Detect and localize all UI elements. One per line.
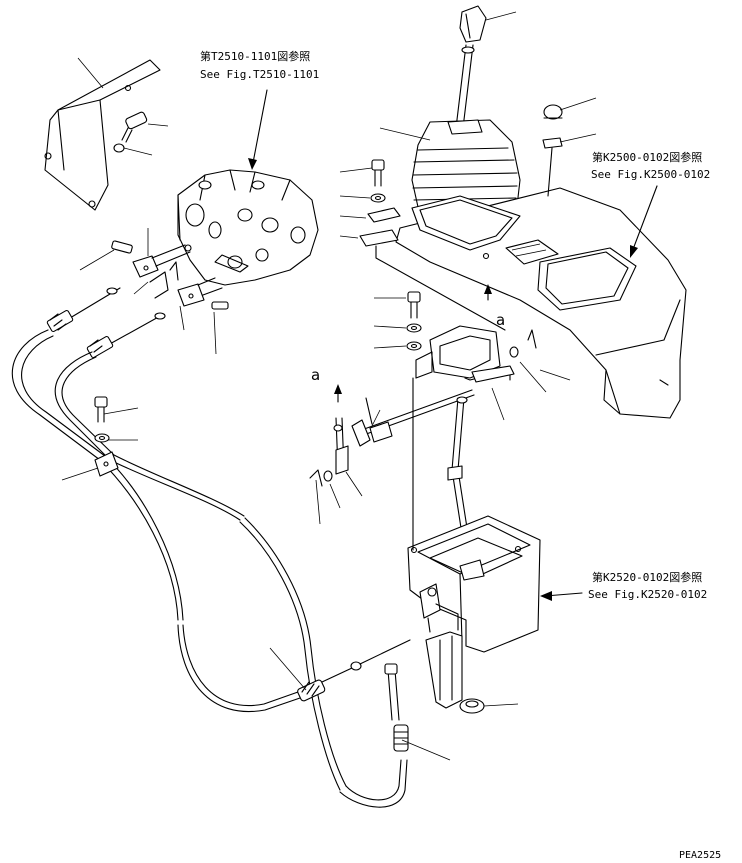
cable-fitting-1 [297, 639, 411, 702]
washers-middle [406, 323, 422, 351]
clevis-upper [111, 240, 192, 278]
marker-a-right: a [496, 311, 506, 329]
lever-knob [459, 5, 487, 43]
pin-clips [149, 261, 179, 299]
plate-upper [359, 207, 506, 331]
rod-end [333, 417, 349, 475]
reference-valve-jp: 第T2510-1101図参照 [200, 50, 311, 63]
washer-upper [370, 193, 386, 203]
bracket-part [44, 59, 161, 211]
clevis-lower [177, 277, 229, 310]
bracket-bolt [113, 111, 148, 153]
support-bracket [415, 325, 515, 383]
lever-rod [455, 44, 475, 129]
reference-console-en: See Fig.K2500-0102 [591, 168, 711, 181]
callout-leaders [61, 11, 597, 761]
clamp-bolt [94, 396, 110, 443]
grommet [542, 137, 563, 197]
control-valve-body [177, 169, 319, 286]
cable-ends [46, 287, 166, 359]
reference-console-jp: 第K2500-0102図参照 [592, 151, 703, 164]
console-cover [395, 187, 687, 419]
link-rod [351, 389, 475, 447]
reference-valve-en: See Fig.T2510-1101 [200, 68, 320, 81]
bolt-middle [407, 291, 421, 319]
cap [543, 104, 563, 120]
drawing-code: PEA2525 [679, 850, 722, 861]
bolt-upper [371, 159, 385, 187]
reference-lever-box-en: See Fig.K2520-0102 [588, 588, 708, 601]
reference-lever-box-jp: 第K2520-0102図参照 [592, 571, 703, 584]
marker-a-left: a [311, 366, 321, 384]
clips-lower [309, 469, 333, 487]
pin-right [509, 329, 537, 358]
lever-box [407, 515, 541, 709]
cable-routing [11, 329, 408, 808]
bottom-grommet [459, 698, 485, 714]
cable-fitting-2 [384, 663, 409, 752]
cable-clamp [94, 451, 119, 477]
